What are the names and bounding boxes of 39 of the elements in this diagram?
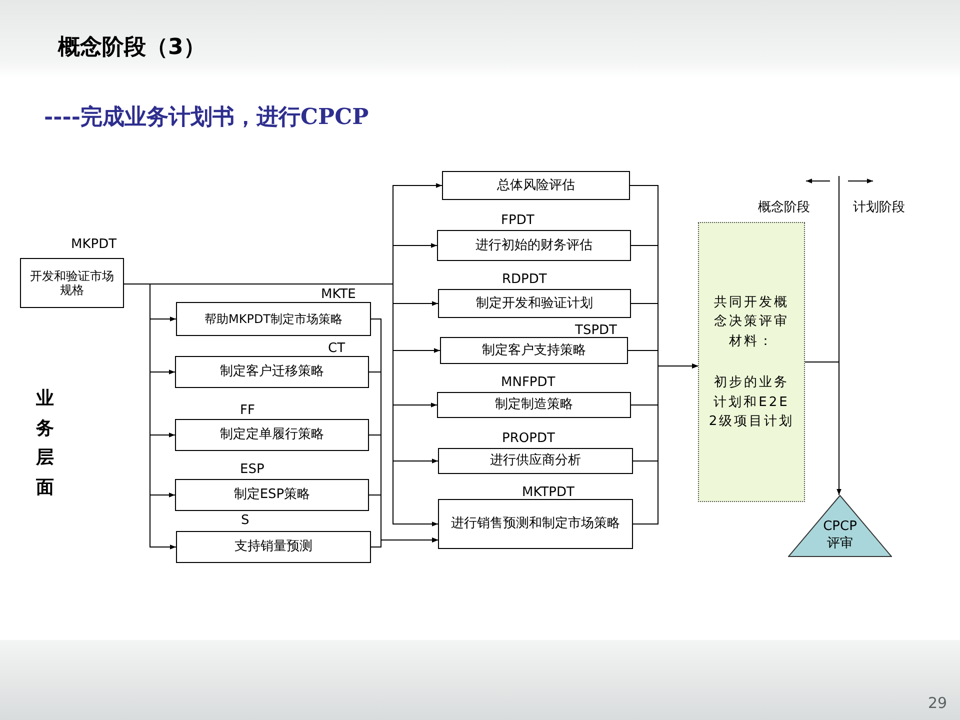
role-label: MKTPDT [522, 485, 574, 500]
box-label: 总体风险评估 [497, 178, 575, 194]
arrow [370, 538, 438, 548]
role-label: S [241, 513, 250, 528]
role-label: TSPDT [575, 323, 617, 338]
role-label: RDPDT [502, 272, 547, 287]
box-label: 制定制造策略 [495, 397, 573, 413]
box-label: 进行供应商分析 [490, 453, 581, 469]
page-number: 29 [928, 694, 948, 712]
layer-label: 业务层面 [36, 387, 54, 500]
box-label: 制定ESP策略 [234, 487, 310, 503]
role-label: PROPDT [502, 431, 555, 446]
process-box [442, 171, 630, 200]
review-material-box [698, 222, 805, 502]
arrow [804, 362, 842, 496]
role-label: FF [240, 403, 255, 418]
slide-title: 概念阶段（3） [58, 34, 206, 62]
box-label: 支持销量预测 [234, 539, 312, 555]
role-label: MKTE [321, 287, 356, 302]
role-label: MNFPDT [501, 375, 556, 390]
role-label: MKPDT [71, 237, 117, 252]
box-label: 进行初始的财务评估 [476, 238, 592, 254]
role-label: ESP [240, 462, 264, 477]
slide-subtitle: ----完成业务计划书，进行CPCP [44, 103, 369, 132]
box-label: 制定开发和验证计划 [476, 296, 593, 312]
arrow [632, 364, 698, 524]
box-label: 帮助MKPDT制定市场策略 [204, 312, 343, 326]
box-label: 制定定单履行策略 [220, 427, 324, 443]
phase-label: 计划阶段 [853, 199, 905, 216]
role-label: CT [328, 341, 346, 356]
role-label: FPDT [501, 213, 534, 228]
box-label: 制定客户迁移策略 [220, 364, 324, 380]
box-label: 制定客户支持策略 [482, 342, 586, 358]
box-label: 初步的业务计划和E2E 2级项目计划 [708, 374, 794, 431]
phase-label: 概念阶段 [758, 199, 810, 216]
box-label: 开发和验证市场规格 [29, 268, 115, 298]
box-label: 进行销售预测和制定市场策略 [451, 516, 620, 532]
milestone-label: CPCP 评审 [822, 519, 858, 553]
box-label: 共同开发概念决策评审材料： [713, 294, 790, 350]
